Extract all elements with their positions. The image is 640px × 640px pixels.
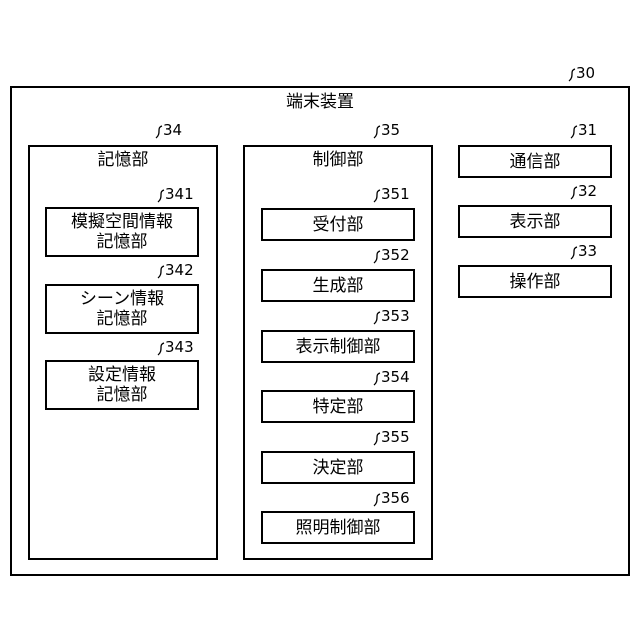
block-label: 受付部 bbox=[313, 215, 364, 235]
leader-line-icon bbox=[569, 125, 579, 139]
block-label-line2: 記憶部 bbox=[71, 232, 173, 252]
ref-label: 354 bbox=[381, 368, 410, 386]
block-label-line2: 記憶部 bbox=[80, 309, 164, 329]
scene-info-storage: シーン情報記憶部 bbox=[45, 284, 199, 334]
display-control-unit-ref: 353 bbox=[381, 308, 410, 324]
leader-line-icon bbox=[569, 246, 579, 260]
ref-label: 353 bbox=[381, 307, 410, 325]
identification-unit-ref: 354 bbox=[381, 369, 410, 385]
leader-line-icon bbox=[372, 372, 382, 386]
block-label: 生成部 bbox=[313, 276, 364, 296]
operation-unit-ref: 33 bbox=[578, 243, 597, 259]
communication-unit-ref: 31 bbox=[578, 122, 597, 138]
ref-label: 343 bbox=[165, 338, 194, 356]
block-label: 特定部 bbox=[313, 397, 364, 417]
leader-line-icon bbox=[154, 125, 164, 139]
control-unit-title: 制御部 bbox=[245, 150, 431, 170]
storage-unit-title: 記憶部 bbox=[30, 150, 216, 170]
leader-line-icon bbox=[372, 125, 382, 139]
leader-line-icon bbox=[567, 68, 577, 82]
scene-info-storage-ref: 342 bbox=[165, 262, 194, 278]
generation-unit-ref: 352 bbox=[381, 247, 410, 263]
identification-unit: 特定部 bbox=[261, 390, 415, 423]
ref-label: 34 bbox=[163, 121, 182, 139]
leader-line-icon bbox=[372, 189, 382, 203]
reception-unit: 受付部 bbox=[261, 208, 415, 241]
ref-label: 32 bbox=[578, 182, 597, 200]
determination-unit: 決定部 bbox=[261, 451, 415, 484]
setting-info-storage: 設定情報記憶部 bbox=[45, 360, 199, 410]
block-label: 表示制御部 bbox=[296, 337, 381, 357]
leader-line-icon bbox=[156, 342, 166, 356]
leader-line-icon bbox=[156, 265, 166, 279]
reception-unit-ref: 351 bbox=[381, 186, 410, 202]
block-label-line1: 模擬空間情報 bbox=[71, 212, 173, 232]
control-unit-ref: 35 bbox=[381, 122, 400, 138]
block-label-line1: 設定情報 bbox=[88, 365, 156, 385]
simulated-space-info-storage: 模擬空間情報記憶部 bbox=[45, 207, 199, 257]
simulated-space-info-storage-ref: 341 bbox=[165, 186, 194, 202]
ref-label: 355 bbox=[381, 428, 410, 446]
leader-line-icon bbox=[372, 250, 382, 264]
lighting-control-unit-ref: 356 bbox=[381, 490, 410, 506]
leader-line-icon bbox=[156, 189, 166, 203]
ref-label: 352 bbox=[381, 246, 410, 264]
display-control-unit: 表示制御部 bbox=[261, 330, 415, 363]
block-label: 決定部 bbox=[313, 458, 364, 478]
communication-unit: 通信部 bbox=[458, 145, 612, 178]
terminal-device-ref: 30 bbox=[576, 65, 595, 81]
display-unit: 表示部 bbox=[458, 205, 612, 238]
leader-line-icon bbox=[372, 311, 382, 325]
block-label-line1: シーン情報 bbox=[80, 289, 164, 309]
ref-label: 356 bbox=[381, 489, 410, 507]
leader-line-icon bbox=[372, 493, 382, 507]
ref-label: 341 bbox=[165, 185, 194, 203]
lighting-control-unit: 照明制御部 bbox=[261, 511, 415, 544]
block-label: 操作部 bbox=[510, 272, 561, 292]
ref-label: 30 bbox=[576, 64, 595, 82]
block-label: 照明制御部 bbox=[296, 518, 381, 538]
ref-label: 31 bbox=[578, 121, 597, 139]
ref-label: 35 bbox=[381, 121, 400, 139]
setting-info-storage-ref: 343 bbox=[165, 339, 194, 355]
operation-unit: 操作部 bbox=[458, 265, 612, 298]
display-unit-ref: 32 bbox=[578, 183, 597, 199]
block-label: 通信部 bbox=[510, 152, 561, 172]
storage-unit-ref: 34 bbox=[163, 122, 182, 138]
ref-label: 351 bbox=[381, 185, 410, 203]
block-label: 表示部 bbox=[510, 212, 561, 232]
block-label-line2: 記憶部 bbox=[88, 385, 156, 405]
ref-label: 33 bbox=[578, 242, 597, 260]
ref-label: 342 bbox=[165, 261, 194, 279]
leader-line-icon bbox=[569, 186, 579, 200]
determination-unit-ref: 355 bbox=[381, 429, 410, 445]
leader-line-icon bbox=[372, 432, 382, 446]
generation-unit: 生成部 bbox=[261, 269, 415, 302]
terminal-device-title: 端末装置 bbox=[12, 92, 628, 112]
